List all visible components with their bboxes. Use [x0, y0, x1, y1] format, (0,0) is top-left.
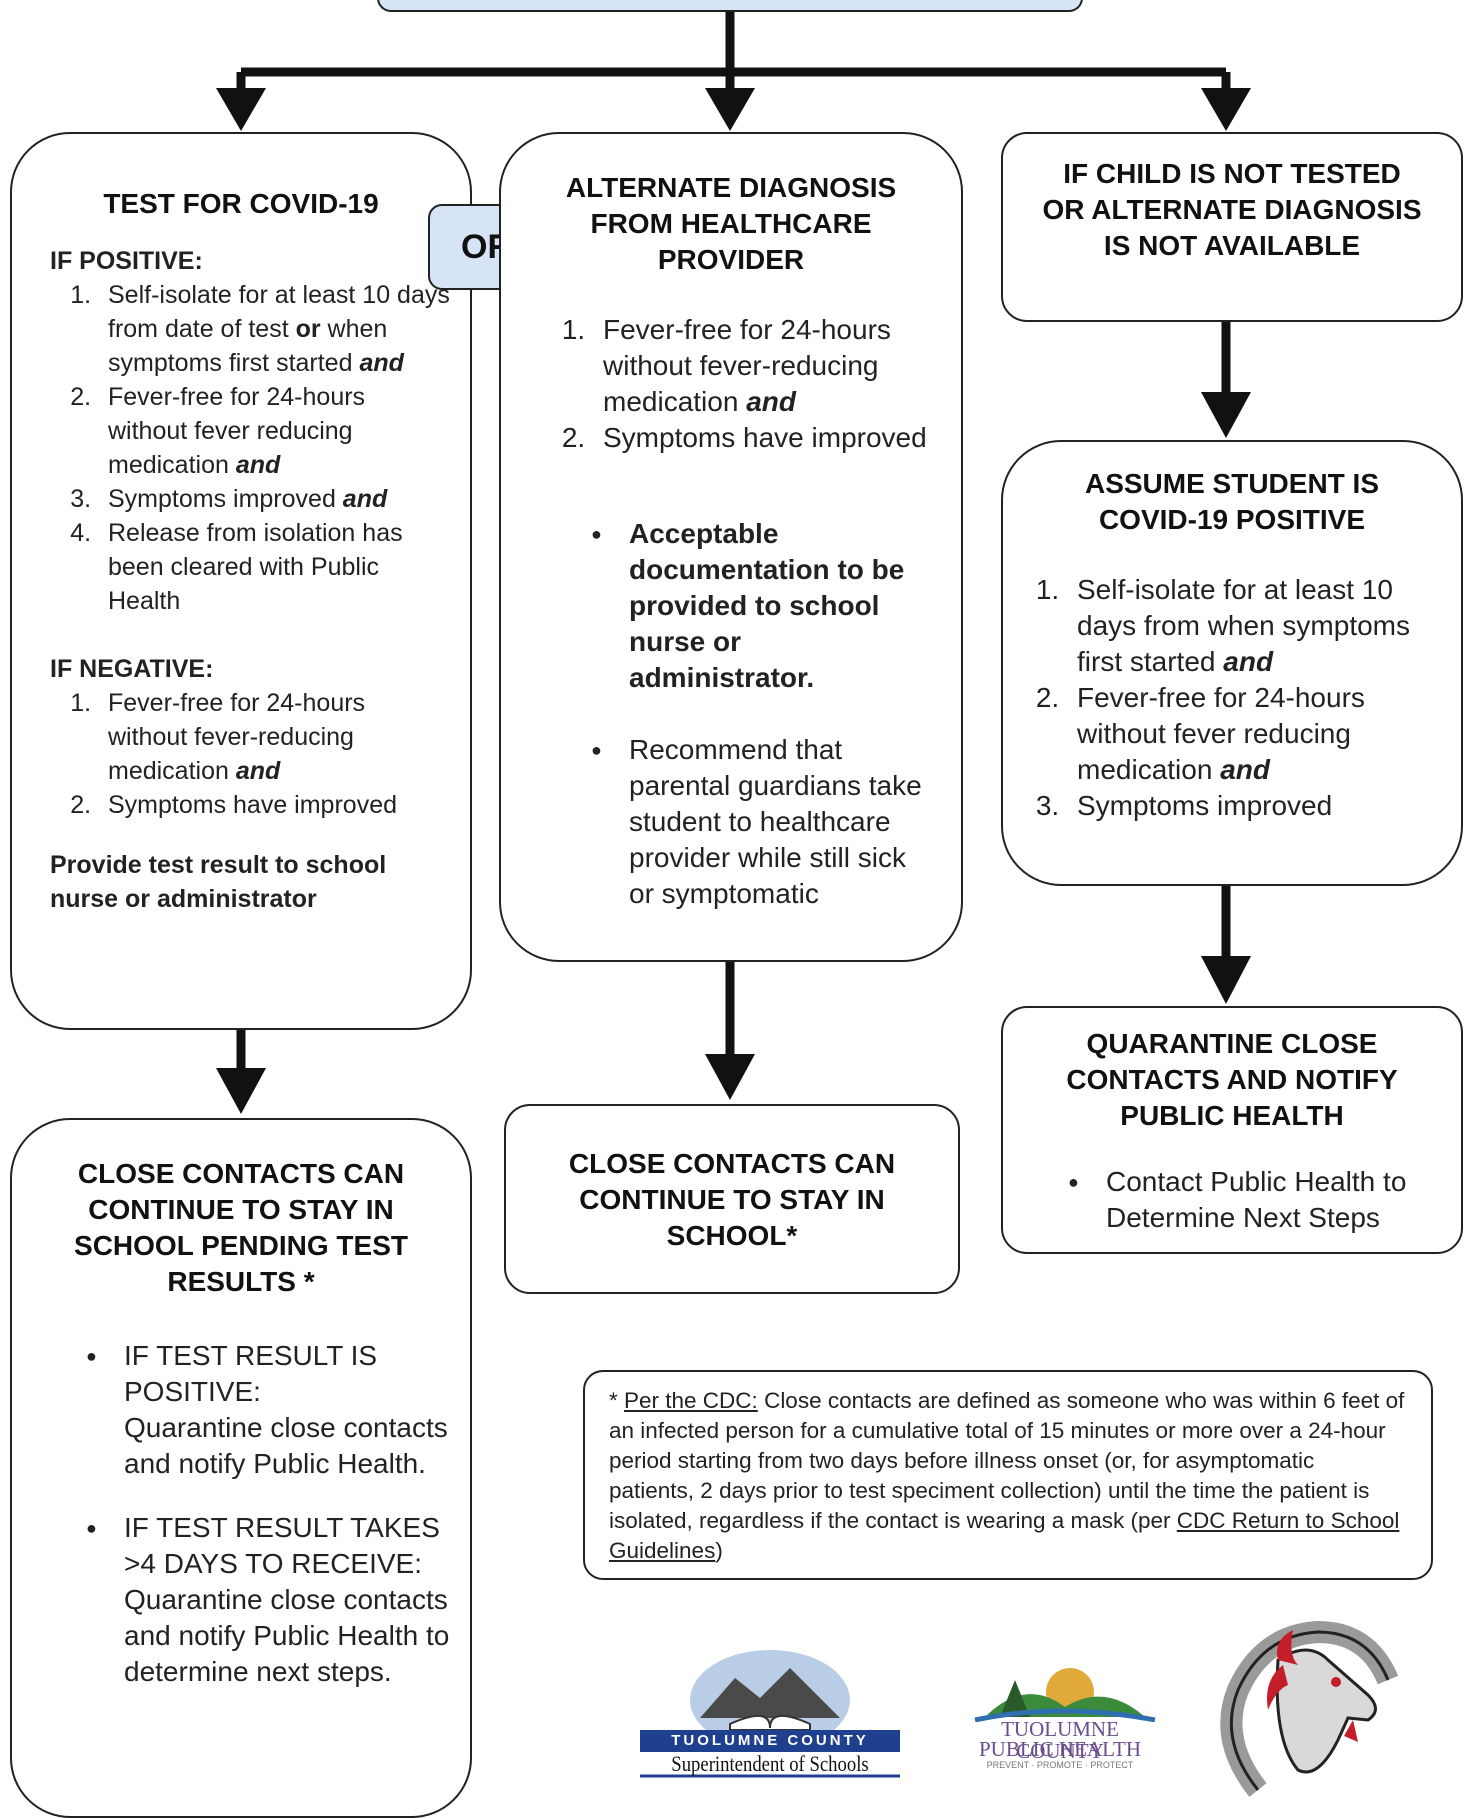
- public-health-logo: TUOLUMNE COUNTY PUBLIC HEALTH PREVENT · …: [955, 1652, 1165, 1772]
- test-for-covid-title: TEST FOR COVID-19: [103, 188, 379, 219]
- quarantine-title: QUARANTINE CLOSE CONTACTS AND NOTIFY PUB…: [1066, 1028, 1398, 1131]
- list-item: Contact Public Health to Determine Next …: [1068, 1164, 1441, 1236]
- provide-result-text: Provide test result to school nurse or a…: [50, 851, 387, 913]
- positive-steps-list: Self-isolate for at least 10 days from d…: [50, 278, 450, 618]
- list-item: Fever-free for 24-hours without fever-re…: [98, 686, 450, 788]
- negative-steps-list: Fever-free for 24-hours without fever-re…: [50, 686, 450, 822]
- arrow-to-close-contacts-pending: [216, 1068, 266, 1114]
- if-positive-heading: IF POSITIVE:: [50, 247, 203, 275]
- list-item: Symptoms improved: [1067, 788, 1441, 824]
- horse-head-horseshoe-icon: [1220, 1620, 1399, 1797]
- test-for-covid-box: TEST FOR COVID-19 IF POSITIVE: Self-isol…: [10, 132, 472, 1030]
- footnote-body: Close contacts are defined as someone wh…: [609, 1388, 1405, 1533]
- public-health-logo-line3: PREVENT · PROMOTE · PROTECT: [986, 1760, 1134, 1770]
- public-health-logo-line1: TUOLUMNE COUNTY: [1001, 1717, 1119, 1763]
- arrow-to-close-contacts-stay: [705, 1054, 755, 1100]
- if-negative-heading: IF NEGATIVE:: [50, 655, 214, 683]
- superintendent-logo-line1: TUOLUMNE COUNTY: [671, 1732, 869, 1749]
- list-item: Acceptable documentation to be provided …: [591, 516, 931, 696]
- list-item: Self-isolate for at least 10 days from w…: [1067, 572, 1441, 680]
- list-item: Symptoms have improved: [98, 788, 450, 822]
- mountain-book-icon: [640, 1650, 900, 1778]
- alternate-diagnosis-title: ALTERNATE DIAGNOSIS FROM HEALTHCARE PROV…: [565, 172, 897, 275]
- not-tested-title: IF CHILD IS NOT TESTED OR ALTERNATE DIAG…: [1042, 158, 1422, 261]
- close-contacts-stay-title: CLOSE CONTACTS CAN CONTINUE TO STAY IN S…: [568, 1148, 896, 1251]
- assume-positive-steps-list: Self-isolate for at least 10 days from w…: [1003, 572, 1441, 824]
- list-item: Symptoms improved and: [98, 482, 450, 516]
- superintendent-logo-line2: Superintendent of Schools: [671, 1751, 869, 1776]
- assume-positive-box: ASSUME STUDENT IS COVID-19 POSITIVE Self…: [1001, 440, 1463, 886]
- not-tested-box: IF CHILD IS NOT TESTED OR ALTERNATE DIAG…: [1001, 132, 1463, 322]
- arrow-to-quarantine: [1201, 956, 1251, 1004]
- close-contacts-pending-title: CLOSE CONTACTS CAN CONTINUE TO STAY IN S…: [74, 1158, 408, 1297]
- superintendent-logo: TUOLUMNE COUNTY Superintendent of School…: [640, 1648, 900, 1778]
- list-item: Fever-free for 24-hours without fever re…: [1067, 680, 1441, 788]
- close-contacts-stay-box: CLOSE CONTACTS CAN CONTINUE TO STAY IN S…: [504, 1104, 960, 1294]
- pending-results-list: IF TEST RESULT IS POSITIVE:Quarantine cl…: [84, 1338, 450, 1690]
- list-item: Symptoms have improved: [593, 420, 931, 456]
- close-contacts-pending-box: CLOSE CONTACTS CAN CONTINUE TO STAY IN S…: [10, 1118, 472, 1818]
- arrow-to-alternate: [705, 88, 755, 131]
- per-cdc-link[interactable]: Per the CDC:: [624, 1388, 758, 1413]
- list-item: Fever-free for 24-hours without fever-re…: [593, 312, 931, 420]
- landscape-family-icon: [974, 1668, 1156, 1723]
- arrow-to-test: [216, 88, 266, 131]
- quarantine-box: QUARANTINE CLOSE CONTACTS AND NOTIFY PUB…: [1001, 1006, 1463, 1254]
- alternate-steps-list: Fever-free for 24-hours without fever-re…: [501, 312, 931, 456]
- list-item: IF TEST RESULT TAKES >4 DAYS TO RECEIVE:…: [86, 1510, 450, 1690]
- assume-positive-title: ASSUME STUDENT IS COVID-19 POSITIVE: [1084, 468, 1380, 535]
- cdc-guidelines-link[interactable]: CDC Return to School Guidelines: [609, 1508, 1400, 1563]
- arrow-to-not-tested: [1201, 88, 1251, 131]
- alternate-diagnosis-box: ALTERNATE DIAGNOSIS FROM HEALTHCARE PROV…: [499, 132, 963, 962]
- list-item: IF TEST RESULT IS POSITIVE:Quarantine cl…: [86, 1338, 450, 1482]
- footnote-star: *: [609, 1388, 625, 1413]
- cdc-footnote-box: * Per the CDC: Close contacts are define…: [583, 1370, 1433, 1580]
- public-health-logo-line2: PUBLIC HEALTH: [979, 1737, 1141, 1761]
- quarantine-bullets-list: Contact Public Health to Determine Next …: [1066, 1164, 1441, 1236]
- arrow-to-assume-positive: [1201, 392, 1251, 438]
- alternate-bullets-list: Acceptable documentation to be provided …: [589, 516, 931, 912]
- list-item: Recommend that parental guardians take s…: [591, 732, 931, 912]
- list-item: Self-isolate for at least 10 days from d…: [98, 278, 450, 380]
- list-item: Fever-free for 24-hours without fever re…: [98, 380, 450, 482]
- mascot-logo: [1218, 1620, 1399, 1797]
- list-item: Release from isolation has been cleared …: [98, 516, 450, 618]
